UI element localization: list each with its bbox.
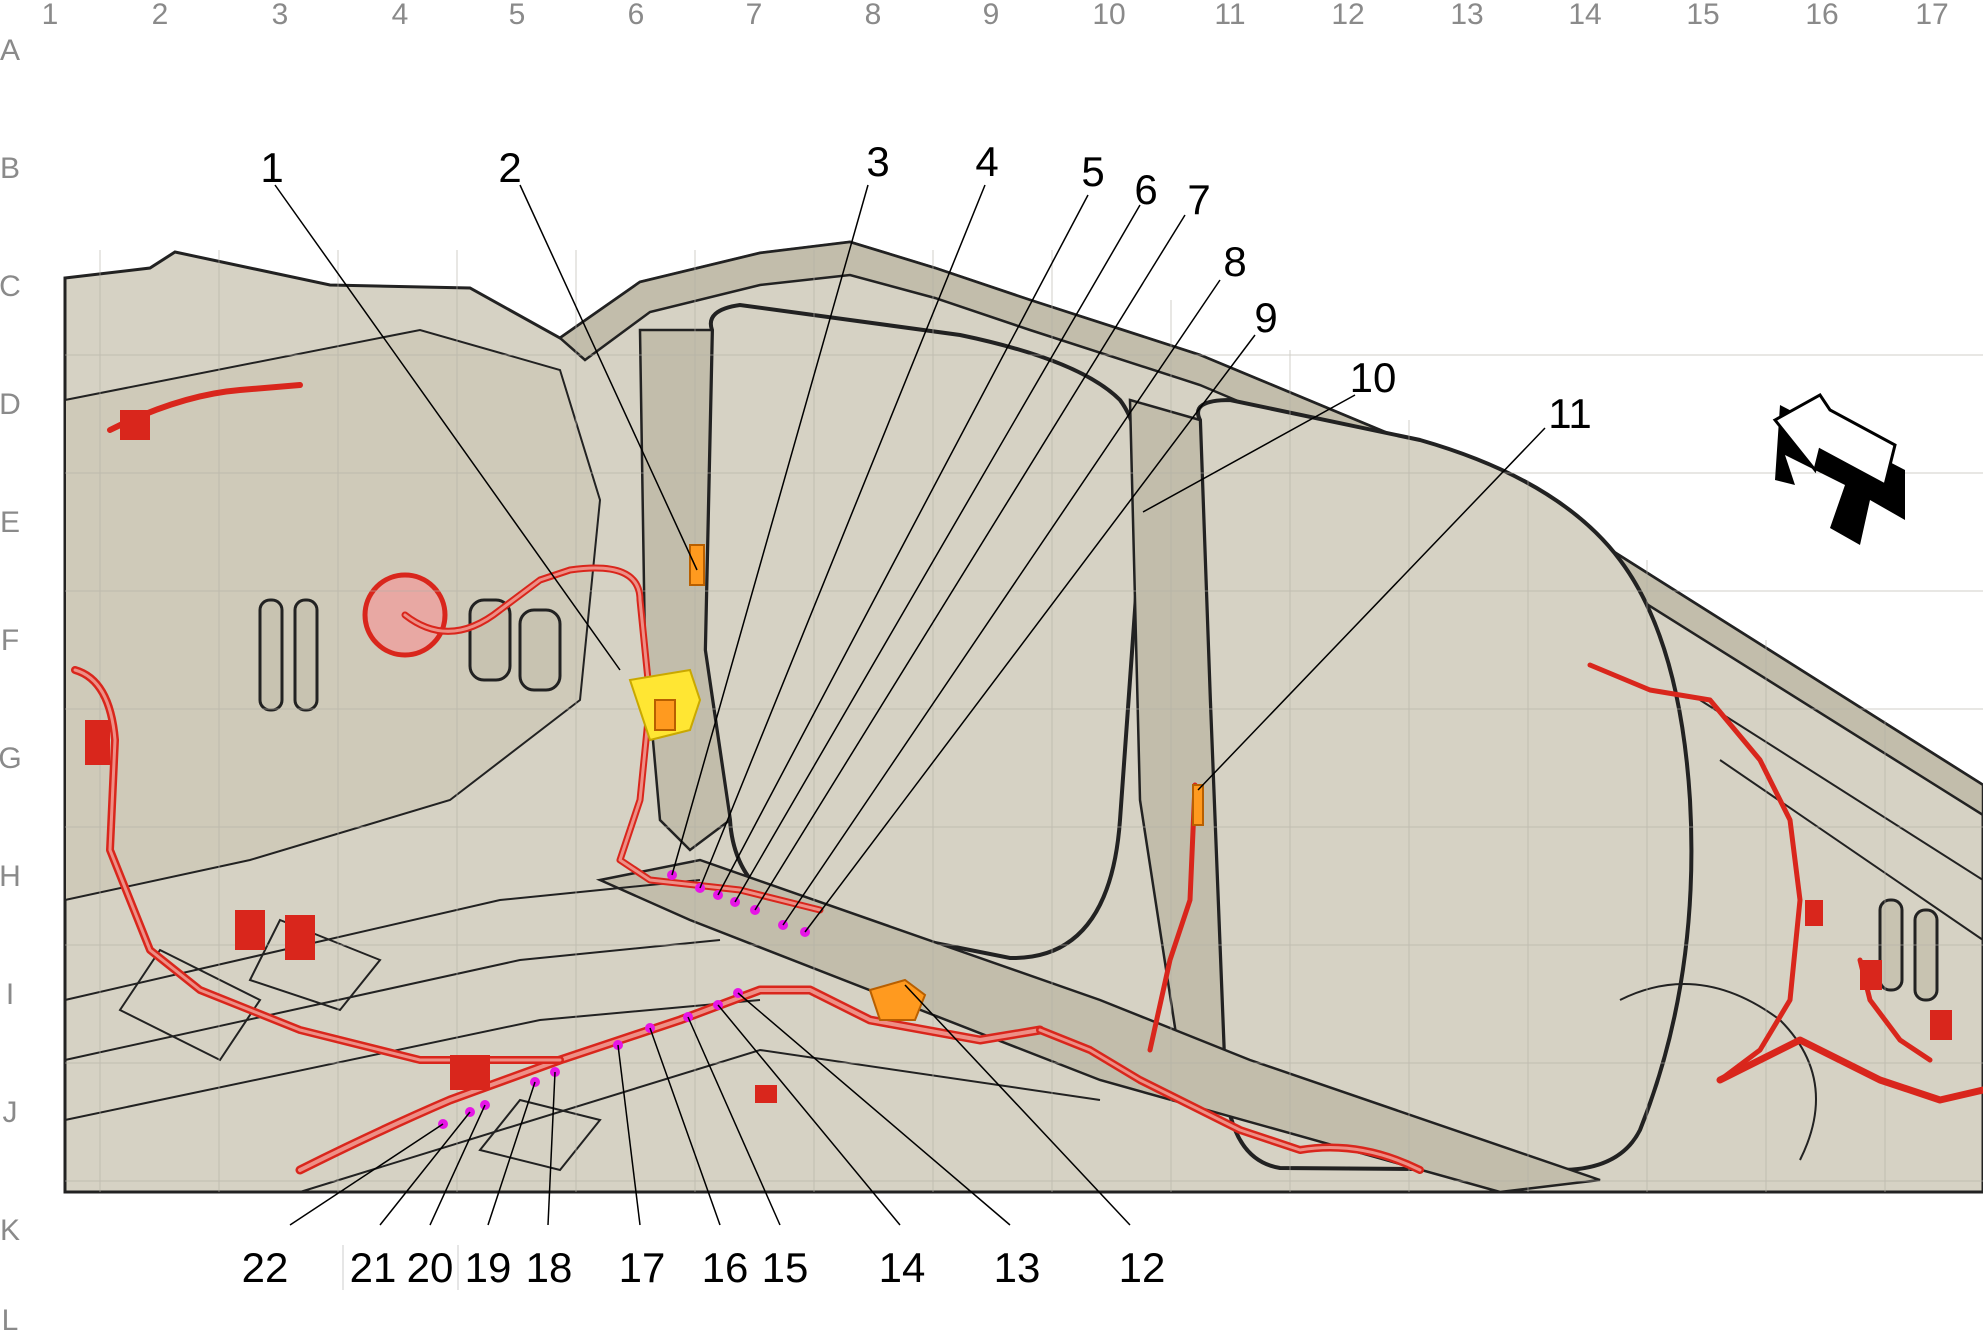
grid-col-14: 14 [1568,0,1601,31]
grid-column-labels: 1 2 3 4 5 6 7 8 9 10 11 12 13 14 15 16 1… [42,0,1949,31]
connectors [85,410,1952,1103]
grid-col-8: 8 [865,0,882,31]
callout-13: 13 [994,1244,1041,1291]
callout-1: 1 [260,144,283,191]
callout-9: 9 [1254,294,1277,341]
grid-row-K: K [0,1214,20,1247]
callouts-bottom: 22 21 20 19 18 17 16 15 14 13 12 [242,1244,1166,1291]
grid-row-C: C [0,270,21,303]
grid-col-10: 10 [1092,0,1125,31]
grid-row-labels: A B C D E F G H I J K L [0,34,22,1332]
grid-col-6: 6 [628,0,645,31]
callouts-top: 1 2 3 4 5 6 7 8 9 10 11 [260,138,1591,437]
connector-orange-pillar [689,544,705,586]
harness-rear-floor-run [1716,1036,1983,1104]
connector-red-dash [120,410,150,440]
grid-col-17: 17 [1915,0,1948,31]
callout-16: 16 [702,1244,749,1291]
grid-col-11: 11 [1214,0,1245,31]
connector-red-rear-1 [1860,960,1882,990]
connector-orange-upper [654,699,676,731]
callout-14: 14 [879,1244,926,1291]
grid-col-12: 12 [1331,0,1364,31]
grid-overlay [65,250,1983,1192]
front-door-opening [702,302,1145,961]
callout-5: 5 [1081,148,1104,195]
grid-row-J: J [3,1096,18,1129]
grid-col-1: 1 [42,0,59,31]
grid-row-G: G [0,742,22,775]
grid-col-4: 4 [392,0,409,31]
callout-11: 11 [1548,390,1592,437]
callout-7: 7 [1187,176,1210,223]
callout-22: 22 [242,1244,289,1291]
grid-col-5: 5 [509,0,526,31]
connector-red-center [755,1085,777,1103]
connector-red-rear-3 [1805,900,1823,926]
grid-col-16: 16 [1805,0,1838,31]
connector-red-left-1 [85,720,110,765]
callout-3: 3 [866,138,889,185]
harness-b-pillar-run [1147,782,1198,1053]
callout-15: 15 [762,1244,809,1291]
wiring-harness [71,382,1983,1175]
callout-18: 18 [526,1244,573,1291]
grid-row-F: F [1,624,19,657]
grid-col-7: 7 [746,0,763,31]
callout-2: 2 [498,144,521,191]
grid-row-D: D [0,388,21,421]
leader-lines [274,184,1546,1226]
connector-red-left-2 [235,910,265,950]
connector-orange-b-pillar [1192,784,1204,826]
bottom-label-separators [342,1245,459,1290]
grid-col-2: 2 [152,0,169,31]
connector-red-rear-2 [1930,1010,1952,1040]
callout-10: 10 [1350,354,1397,401]
front-direction-arrow-icon [1772,393,1905,545]
grid-row-I: I [6,978,14,1011]
callout-8: 8 [1223,238,1246,285]
grid-row-A: A [0,34,20,67]
grid-col-3: 3 [272,0,289,31]
harness-rear-quarter-run [1587,662,1803,1083]
grid-row-L: L [2,1304,19,1332]
grid-row-E: E [0,506,20,539]
callout-21: 21 [350,1244,397,1291]
rear-door-opening [1196,397,1694,1173]
grid-col-9: 9 [983,0,1000,31]
grid-row-B: B [0,152,20,185]
connector-red-floor [450,1055,490,1090]
callout-4: 4 [975,138,998,185]
floor-ribs [64,699,1983,1193]
connector-orange-floor [868,978,927,1021]
connector-red-left-3 [285,915,315,960]
grid-col-15: 15 [1686,0,1719,31]
vehicle-body-illustration [63,240,1983,1194]
roof-rail [557,240,1983,817]
grid-col-13: 13 [1450,0,1483,31]
callout-17: 17 [619,1244,666,1291]
callout-6: 6 [1134,166,1157,213]
rocker-sill [595,858,1601,1194]
callout-19: 19 [465,1244,512,1291]
callout-12: 12 [1119,1244,1166,1291]
callout-20: 20 [407,1244,454,1291]
grid-row-H: H [0,860,21,893]
